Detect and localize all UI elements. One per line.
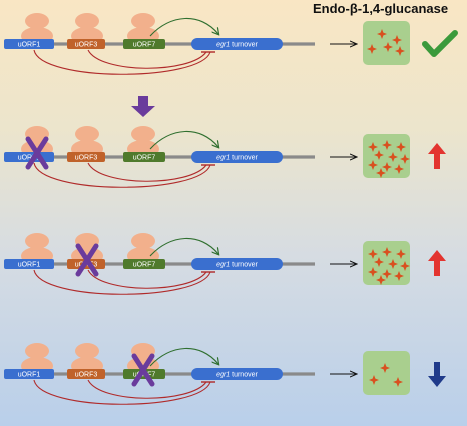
enzyme-star xyxy=(392,35,402,45)
uorf3-box xyxy=(67,369,105,379)
uorf7-activation-arrow xyxy=(149,237,218,257)
enzyme-activity-box xyxy=(363,351,410,395)
uorf3-label: uORF3 xyxy=(75,155,98,162)
ribosome-uorf7-large xyxy=(131,126,155,142)
ribosome-uorf1-large xyxy=(25,343,49,359)
knockout-cross xyxy=(25,136,49,170)
knockout-cross xyxy=(75,243,99,277)
enzyme-star xyxy=(376,168,386,178)
uorf7-label: uORF7 xyxy=(133,42,156,49)
enzyme-star xyxy=(369,375,379,385)
ribosome-uorf3-large xyxy=(75,343,99,359)
ribosome-uorf7-large xyxy=(131,13,155,29)
enzyme-star xyxy=(368,267,378,277)
enzyme-star xyxy=(393,377,403,387)
uorf7-activation-arrow xyxy=(149,17,218,37)
uorf1-label: uORF1 xyxy=(18,42,41,49)
uorf7-box xyxy=(123,259,165,269)
uorf1-inhibition-line xyxy=(33,49,211,75)
uorf1-box xyxy=(4,39,54,49)
transition-arrow xyxy=(131,96,155,117)
enzyme-star xyxy=(396,249,406,259)
ribosome-uorf3-large xyxy=(75,126,99,142)
enzyme-activity-box xyxy=(363,241,410,285)
ribosome-uorf7-large xyxy=(131,343,155,359)
egr1-gene-box xyxy=(191,151,283,163)
ribosome-uorf1-large xyxy=(25,13,49,29)
enzyme-star xyxy=(377,29,387,39)
enzyme-star xyxy=(382,140,392,150)
uorf7-activation-arrow xyxy=(149,347,218,367)
enzyme-star xyxy=(400,261,410,271)
enzyme-star xyxy=(383,42,393,52)
enzyme-star xyxy=(395,46,405,56)
enzyme-star xyxy=(376,275,386,285)
egr1-gene-label: egr1 turnover xyxy=(216,372,258,379)
uorf1-box xyxy=(4,369,54,379)
enzyme-star xyxy=(394,271,404,281)
enzyme-star xyxy=(368,142,378,152)
uorf1-inhibition-line xyxy=(33,162,211,188)
uorf7-box xyxy=(123,152,165,162)
enzyme-star xyxy=(400,154,410,164)
uorf1-inhibition-line xyxy=(33,269,211,295)
row-wild-type: uORF1 uORF3 uORF7 egr1 turnover xyxy=(4,13,458,75)
ribosome-uorf1-large xyxy=(25,233,49,249)
uorf7-label: uORF7 xyxy=(133,155,156,162)
uorf3-label: uORF3 xyxy=(75,372,98,379)
egr1-gene-box xyxy=(191,368,283,380)
uorf1-label: uORF1 xyxy=(18,155,41,162)
enzyme-star xyxy=(374,150,384,160)
enzyme-star xyxy=(382,269,392,279)
enzyme-star xyxy=(382,162,392,172)
increase-arrow-icon xyxy=(428,250,446,276)
uorf1-inhibition-line xyxy=(33,379,211,405)
increase-arrow-icon xyxy=(428,143,446,169)
enzyme-star xyxy=(367,44,377,54)
enzyme-star xyxy=(374,257,384,267)
uorf1-box xyxy=(4,259,54,269)
uorf3-inhibition-line xyxy=(87,162,207,182)
uorf7-activation-arrow xyxy=(149,130,218,150)
enzyme-star xyxy=(396,142,406,152)
uorf3-label: uORF3 xyxy=(75,42,98,49)
enzyme-star xyxy=(388,259,398,269)
check-icon xyxy=(422,30,458,57)
egr1-gene-box xyxy=(191,258,283,270)
egr1-gene-label: egr1 turnover xyxy=(216,42,258,49)
uorf3-inhibition-line xyxy=(87,379,207,399)
uorf3-box xyxy=(67,152,105,162)
uorf7-label: uORF7 xyxy=(133,262,156,269)
diagram-title: Endo-β-1,4-glucanase xyxy=(313,1,449,16)
enzyme-star xyxy=(394,164,404,174)
ribosome-uorf3-large xyxy=(75,13,99,29)
egr1-gene-box xyxy=(191,38,283,50)
enzyme-activity-box xyxy=(363,21,410,65)
enzyme-star xyxy=(388,152,398,162)
enzyme-star xyxy=(368,249,378,259)
enzyme-activity-box xyxy=(363,134,410,178)
uorf1-label: uORF1 xyxy=(18,262,41,269)
ribosome-uorf7-large xyxy=(131,233,155,249)
uorf3-inhibition-line xyxy=(87,269,207,289)
decrease-arrow-icon xyxy=(428,362,446,387)
row-uorf1-mutant: uORF1 uORF3 uORF7 egr1 turnover xyxy=(4,126,446,188)
uorf3-box xyxy=(67,39,105,49)
uorf7-box xyxy=(123,39,165,49)
enzyme-star xyxy=(382,247,392,257)
egr1-gene-label: egr1 turnover xyxy=(216,262,258,269)
uorf3-inhibition-line xyxy=(87,49,207,69)
ribosome-uorf3-large xyxy=(75,233,99,249)
enzyme-star xyxy=(368,160,378,170)
uorf1-label: uORF1 xyxy=(18,372,41,379)
egr1-gene-label: egr1 turnover xyxy=(216,155,258,162)
knockout-cross xyxy=(131,353,155,387)
enzyme-star xyxy=(380,363,390,373)
ribosome-uorf1-large xyxy=(25,126,49,142)
